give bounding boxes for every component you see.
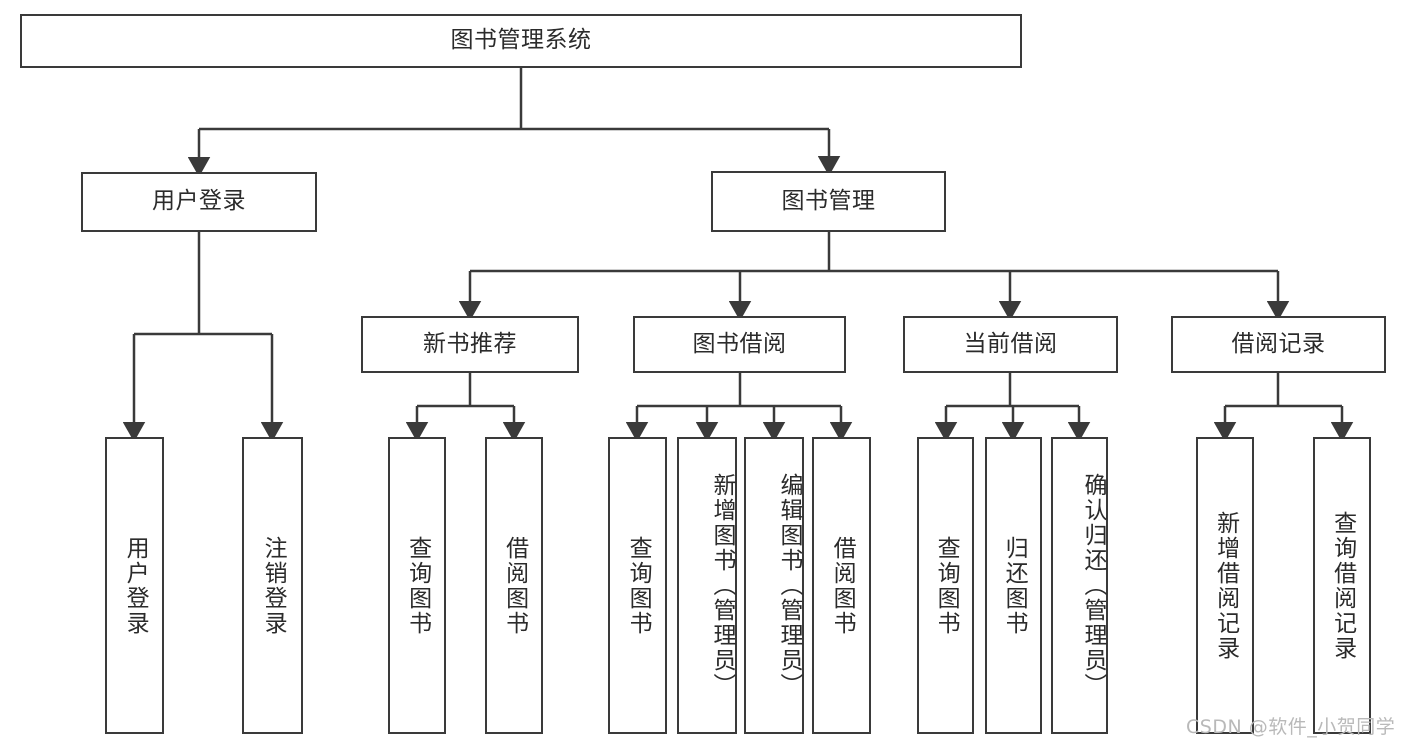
node-leaf-1[interactable]: 用户登录 (105, 437, 164, 734)
node-leaf-6[interactable]: 新增图书（管理员） (677, 437, 737, 734)
node-leaf-3[interactable]: 查询图书 (388, 437, 446, 734)
node-leaf-11[interactable]: 确认归还（管理员） (1051, 437, 1108, 734)
node-level3-4-label: 借阅记录 (1231, 330, 1326, 357)
node-level2-2-label: 图书管理 (781, 187, 876, 214)
node-leaf-1-label: 用户登录 (122, 535, 149, 636)
node-level3-1-label: 新书推荐 (423, 330, 517, 357)
node-leaf-2-label: 注销登录 (260, 535, 287, 636)
node-leaf-11-label: 确认归还（管理员） (1080, 473, 1106, 698)
node-leaf-3-label: 查询图书 (404, 535, 431, 636)
node-leaf-12-label: 新增借阅记录 (1212, 510, 1239, 661)
node-leaf-10[interactable]: 归还图书 (985, 437, 1042, 734)
node-leaf-9[interactable]: 查询图书 (917, 437, 974, 734)
node-leaf-6-label: 新增图书（管理员） (709, 473, 735, 698)
node-leaf-8-label: 借阅图书 (829, 535, 856, 636)
node-leaf-7[interactable]: 编辑图书（管理员） (744, 437, 804, 734)
node-leaf-12[interactable]: 新增借阅记录 (1196, 437, 1254, 734)
node-level3-3[interactable]: 当前借阅 (903, 316, 1118, 373)
node-leaf-4[interactable]: 借阅图书 (485, 437, 543, 734)
node-leaf-8[interactable]: 借阅图书 (812, 437, 871, 734)
node-leaf-10-label: 归还图书 (1001, 535, 1028, 636)
node-root[interactable]: 图书管理系统 (20, 14, 1022, 68)
node-leaf-13-label: 查询借阅记录 (1329, 510, 1356, 661)
node-level3-2[interactable]: 图书借阅 (633, 316, 846, 373)
node-leaf-9-label: 查询图书 (933, 535, 960, 636)
node-leaf-4-label: 借阅图书 (501, 535, 528, 636)
node-leaf-5-label: 查询图书 (625, 535, 652, 636)
node-level2-1[interactable]: 用户登录 (81, 172, 317, 232)
node-leaf-13[interactable]: 查询借阅记录 (1313, 437, 1371, 734)
node-level3-2-label: 图书借阅 (692, 330, 787, 357)
node-leaf-7-label: 编辑图书（管理员） (776, 473, 802, 698)
node-level2-2[interactable]: 图书管理 (711, 171, 946, 232)
node-leaf-2[interactable]: 注销登录 (242, 437, 303, 734)
watermark: CSDN @软件_小贺同学 (1186, 716, 1396, 738)
node-level3-4[interactable]: 借阅记录 (1171, 316, 1386, 373)
node-level3-1[interactable]: 新书推荐 (361, 316, 579, 373)
node-leaf-5[interactable]: 查询图书 (608, 437, 667, 734)
node-level2-1-label: 用户登录 (152, 188, 246, 215)
node-root-label: 图书管理系统 (450, 27, 592, 54)
node-level3-3-label: 当前借阅 (963, 330, 1058, 357)
